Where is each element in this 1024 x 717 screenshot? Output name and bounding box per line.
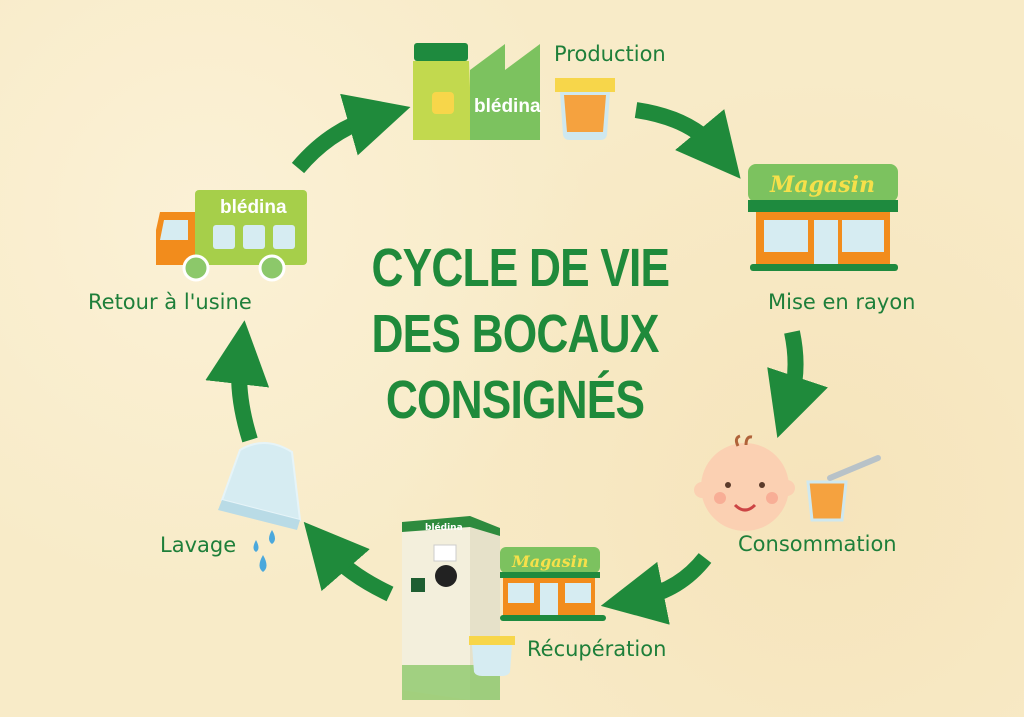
title-line-2: DES BOCAUX bbox=[371, 304, 660, 364]
diagram-title: CYCLE DE VIE DES BOCAUX CONSIGNÉS bbox=[371, 235, 671, 433]
step-label-mise-en-rayon: Mise en rayon bbox=[768, 290, 916, 314]
factory-icon: blédina bbox=[413, 43, 541, 140]
arrow-production-to-rayon bbox=[634, 102, 741, 179]
arrow-recuperation-to-lavage bbox=[303, 521, 394, 602]
truck-icon: blédina bbox=[156, 190, 307, 282]
arrow-lavage-to-retour bbox=[205, 320, 270, 443]
svg-text:blédina: blédina bbox=[474, 96, 541, 117]
svg-text:Magasin: Magasin bbox=[511, 552, 588, 571]
jar-icon bbox=[555, 78, 615, 140]
step-label-consommation: Consommation bbox=[738, 532, 897, 556]
baby-icon bbox=[694, 434, 881, 531]
step-label-production: Production bbox=[554, 42, 666, 66]
store-small-icon: Magasin bbox=[500, 547, 606, 621]
arrow-retour-to-production bbox=[291, 93, 411, 174]
svg-text:blédina: blédina bbox=[425, 522, 463, 533]
svg-text:blédina: blédina bbox=[220, 197, 287, 218]
washing-jar-icon bbox=[218, 442, 302, 572]
arrow-rayon-to-consommation bbox=[767, 330, 828, 438]
arrow-consommation-to-recuperation bbox=[600, 552, 712, 625]
empty-jar-icon bbox=[469, 636, 515, 676]
svg-text:Magasin: Magasin bbox=[769, 172, 875, 198]
store-icon: Magasin bbox=[748, 164, 898, 271]
title-line-1: CYCLE DE VIE bbox=[371, 238, 671, 298]
step-label-lavage: Lavage bbox=[160, 533, 237, 557]
step-label-recuperation: Récupération bbox=[527, 637, 667, 661]
step-label-retour-usine: Retour à l'usine bbox=[88, 290, 252, 314]
title-line-3: CONSIGNÉS bbox=[385, 370, 645, 430]
